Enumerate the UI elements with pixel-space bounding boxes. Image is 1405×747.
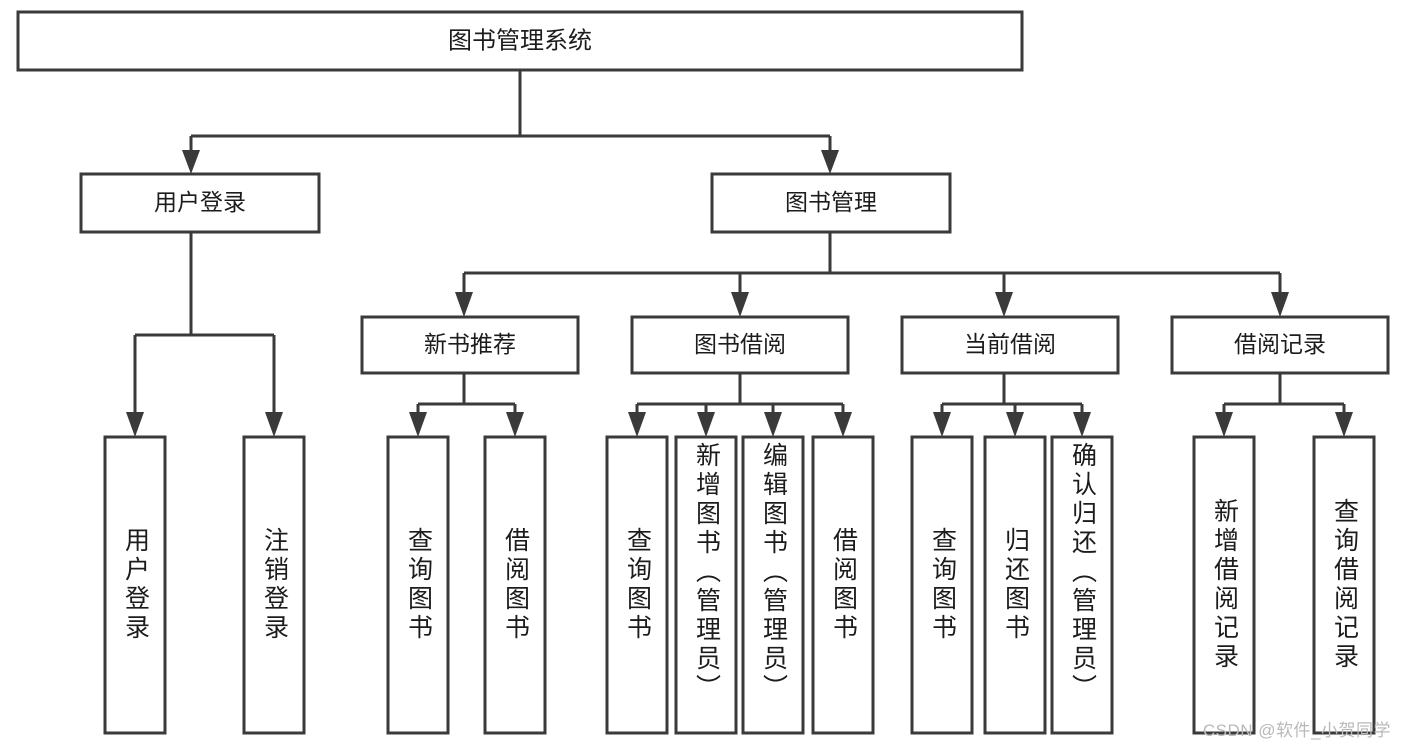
node-book-borrow-box[interactable]	[630, 315, 850, 375]
leaf-box-book-borrow-1[interactable]	[674, 435, 738, 735]
leaf-box-user-login-0[interactable]	[103, 435, 167, 735]
node-user-login-box[interactable]	[79, 172, 321, 234]
leaf-boxes-current-borrow	[910, 435, 1114, 735]
arrow-head-book-manage	[821, 150, 839, 174]
leaf-boxes-new-book-recommend	[386, 435, 547, 735]
node-borrow-record-box[interactable]	[1170, 315, 1390, 375]
arrow-head-nb-child-0	[409, 412, 427, 437]
node-book-manage[interactable]: 图书管理	[710, 172, 952, 234]
node-borrow-record[interactable]: 借阅记录	[1170, 315, 1390, 375]
edge-group-book-borrow	[628, 373, 852, 437]
leaf-boxes-user-login	[103, 435, 306, 735]
leaf-box-current-borrow-0[interactable]	[910, 435, 974, 735]
leaf-box-new-book-1[interactable]	[483, 435, 547, 735]
leaf-box-book-borrow-3[interactable]	[811, 435, 875, 735]
arrow-head-br-child-0	[1215, 412, 1233, 437]
leaf-box-current-borrow-2[interactable]	[1050, 435, 1114, 735]
node-current-borrow-box[interactable]	[900, 315, 1120, 375]
arrow-head-br-child-1	[1335, 412, 1353, 437]
arrow-head-bb-child-0	[628, 412, 646, 437]
arrow-head-bm-child-3	[1271, 292, 1289, 317]
edge-group-borrow-record	[1215, 373, 1353, 437]
node-current-borrow[interactable]: 当前借阅	[900, 315, 1120, 375]
arrow-head-bb-child-3	[834, 412, 852, 437]
leaf-box-book-borrow-2[interactable]	[741, 435, 805, 735]
arrow-head-bm-child-2	[995, 292, 1013, 317]
leaf-box-borrow-record-1[interactable]	[1312, 435, 1376, 735]
arrow-head-cb-child-1	[1006, 412, 1024, 437]
node-new-book-recommend-label: 新书推荐	[424, 331, 516, 357]
node-root[interactable]: 图书管理系统	[16, 10, 1024, 72]
edge-group-current-borrow	[933, 373, 1091, 437]
arrow-head-user-login	[182, 150, 200, 174]
leaf-box-current-borrow-1[interactable]	[983, 435, 1047, 735]
leaf-boxes-borrow-record	[1192, 435, 1376, 735]
arrow-head-cb-child-0	[933, 412, 951, 437]
node-borrow-record-label: 借阅记录	[1234, 331, 1326, 357]
arrow-head-bm-child-1	[731, 292, 749, 317]
arrow-head-nb-child-1	[506, 412, 524, 437]
arrow-head-ul-child-1	[265, 412, 283, 437]
node-book-borrow-label: 图书借阅	[694, 331, 786, 357]
node-book-borrow[interactable]: 图书借阅	[630, 315, 850, 375]
watermark-text: CSDN @软件_小贺同学	[1202, 721, 1391, 740]
arrow-head-cb-child-2	[1073, 412, 1091, 437]
node-user-login[interactable]: 用户登录	[79, 172, 321, 234]
edge-group-root	[182, 70, 839, 174]
arrow-head-bb-child-1	[697, 412, 715, 437]
node-root-label: 图书管理系统	[448, 27, 592, 54]
node-book-manage-box[interactable]	[710, 172, 952, 234]
arrow-head-ul-child-0	[126, 412, 144, 437]
leaf-box-user-login-1[interactable]	[242, 435, 306, 735]
node-book-manage-label: 图书管理	[785, 189, 877, 215]
edge-group-user-login	[126, 232, 283, 437]
leaf-box-new-book-0[interactable]	[386, 435, 450, 735]
node-new-book-recommend[interactable]: 新书推荐	[360, 315, 580, 375]
arrow-head-bm-child-0	[455, 292, 473, 317]
leaf-box-borrow-record-0[interactable]	[1192, 435, 1256, 735]
node-new-book-recommend-box[interactable]	[360, 315, 580, 375]
arrow-head-bb-child-2	[764, 412, 782, 437]
leaf-box-book-borrow-0[interactable]	[605, 435, 669, 735]
leaf-boxes-book-borrow	[605, 435, 875, 735]
node-current-borrow-label: 当前借阅	[964, 331, 1056, 357]
node-user-login-label: 用户登录	[154, 189, 246, 215]
node-root-box[interactable]	[16, 10, 1024, 72]
edge-group-book-manage	[455, 232, 1289, 317]
edge-group-new-book	[409, 373, 524, 437]
